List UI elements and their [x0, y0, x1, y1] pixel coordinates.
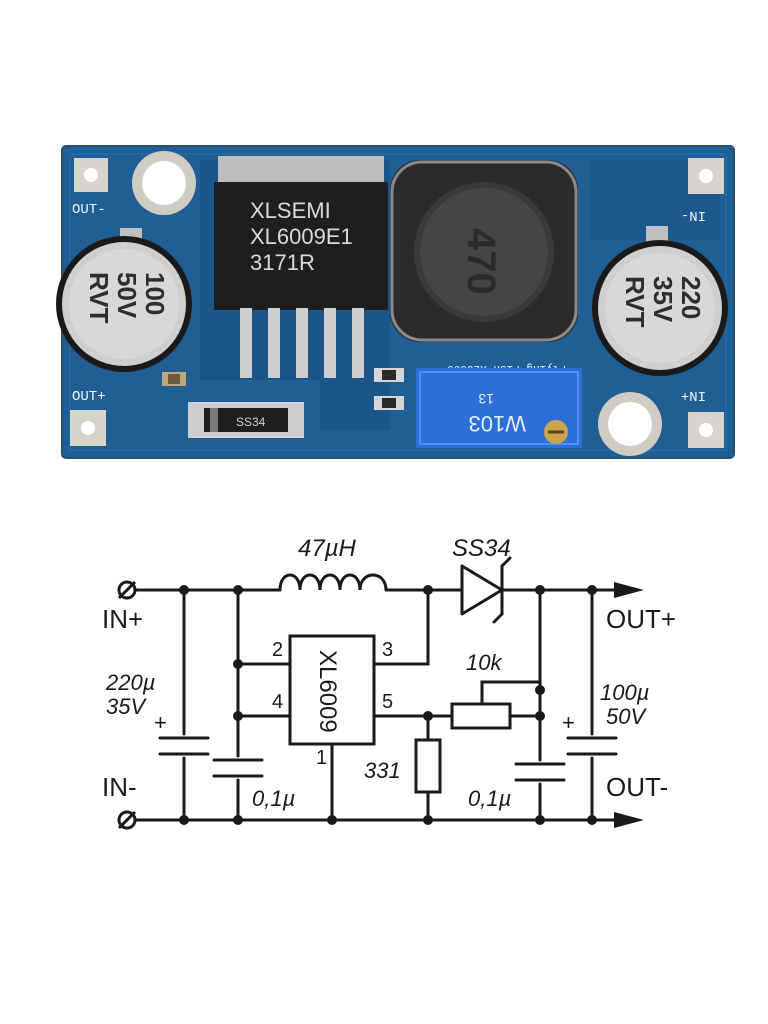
input-capacitor: 220 35V RVT — [592, 226, 728, 376]
junction-dot — [233, 815, 243, 825]
ic-symbol-label: XL6009 — [314, 650, 341, 733]
diode-marking: SS34 — [236, 415, 266, 429]
junction-dot — [423, 815, 433, 825]
mounting-hole-right — [598, 392, 662, 456]
input-cap-value: 220µ — [105, 670, 155, 695]
terminal-in-plus — [117, 580, 137, 600]
output-small-cap-symbol — [514, 588, 566, 822]
pot-value: 10k — [466, 650, 502, 675]
junction-dot — [233, 711, 243, 721]
mounting-hole-left — [132, 151, 196, 215]
junction-dot — [587, 815, 597, 825]
label-in-minus: IN- — [102, 772, 137, 802]
cap-out-voltage: 50V — [112, 272, 142, 319]
output-cap-symbol — [566, 588, 618, 822]
junction-dot — [587, 585, 597, 595]
junction-dot — [179, 585, 189, 595]
corner-pad-out-plus — [70, 410, 106, 446]
silk-out-plus: OUT+ — [72, 389, 106, 405]
ic-pin-4: 4 — [272, 691, 283, 713]
junction-dot — [535, 585, 545, 595]
ic-pin-3: 3 — [382, 639, 393, 661]
potentiometer-symbol — [450, 680, 542, 730]
diode-symbol — [460, 556, 514, 624]
ic-marking-lot: 3171R — [250, 250, 315, 275]
out-minus-arrow — [614, 812, 644, 828]
ic-symbol: XL6009 — [288, 588, 454, 822]
corner-pad-in-minus — [688, 158, 724, 194]
smd-component-3 — [374, 396, 404, 410]
silk-out-minus: OUT- — [72, 202, 106, 218]
label-in-plus: IN+ — [102, 604, 143, 634]
cap-out-series: RVT — [84, 272, 114, 324]
pot-sub-marking: 13 — [478, 391, 494, 407]
input-cap-plus: + — [154, 710, 167, 735]
input-cap-voltage: 35V — [106, 694, 147, 719]
junction-dot — [535, 815, 545, 825]
pot-marking: W103 — [469, 411, 526, 436]
cap-in-series: RVT — [620, 276, 650, 328]
junction-dot — [179, 815, 189, 825]
circuit-schematic: 47µH SS34 + 220µ 35V 0,1µ XL6009 2 4 3 5 — [102, 535, 676, 830]
smd-component-2 — [374, 368, 404, 382]
cap-out-value: 100 — [140, 272, 170, 315]
input-small-cap-symbol — [212, 588, 292, 822]
ic-pin-5: 5 — [382, 691, 393, 713]
junction-dot — [327, 815, 337, 825]
ic-pin-2: 2 — [272, 639, 283, 661]
cap-in-value: 220 — [676, 276, 706, 319]
ic-pin-1: 1 — [316, 747, 327, 769]
terminal-in-minus — [117, 810, 137, 830]
input-small-cap-value: 0,1µ — [252, 786, 295, 811]
input-cap-symbol — [158, 588, 210, 822]
output-small-cap-value: 0,1µ — [468, 786, 511, 811]
silk-in-plus: IN+ — [681, 387, 706, 403]
ic-marking-brand: XLSEMI — [250, 198, 331, 223]
junction-dot — [535, 711, 545, 721]
label-out-plus: OUT+ — [606, 604, 676, 634]
schottky-diode: SS34 — [188, 402, 304, 438]
ic-marking-part: XL6009E1 — [250, 224, 353, 249]
label-out-minus: OUT- — [606, 772, 668, 802]
output-cap-value: 100µ — [600, 680, 649, 705]
inductor-symbol — [278, 573, 388, 592]
resistor-symbol — [414, 714, 442, 822]
cap-in-voltage: 35V — [648, 276, 678, 323]
output-cap-plus: + — [562, 710, 575, 735]
pcb-board-illustration: OUT- OUT+ IN- IN+ Flying-Fish-XL6009 100… — [56, 145, 735, 459]
corner-pad-out-minus — [74, 158, 108, 192]
trimmer-potentiometer: W103 13 — [416, 368, 582, 448]
inductor-marking: 470 — [459, 228, 503, 295]
output-cap-voltage: 50V — [606, 704, 647, 729]
silk-in-minus: IN- — [681, 207, 706, 223]
regulator-ic: XLSEMI XL6009E1 3171R — [214, 156, 388, 378]
out-plus-arrow — [614, 582, 644, 598]
junction-dot — [233, 585, 243, 595]
smd-component-1 — [162, 372, 186, 386]
diode-label: SS34 — [452, 535, 511, 562]
inductor-label: 47µH — [298, 535, 357, 562]
junction-dot — [423, 585, 433, 595]
output-capacitor: 100 50V RVT — [56, 228, 192, 372]
junction-dot — [233, 659, 243, 669]
inductor: 470 — [390, 160, 578, 342]
corner-pad-in-plus — [688, 412, 724, 448]
resistor-value: 331 — [364, 758, 401, 783]
junction-dot — [423, 711, 433, 721]
